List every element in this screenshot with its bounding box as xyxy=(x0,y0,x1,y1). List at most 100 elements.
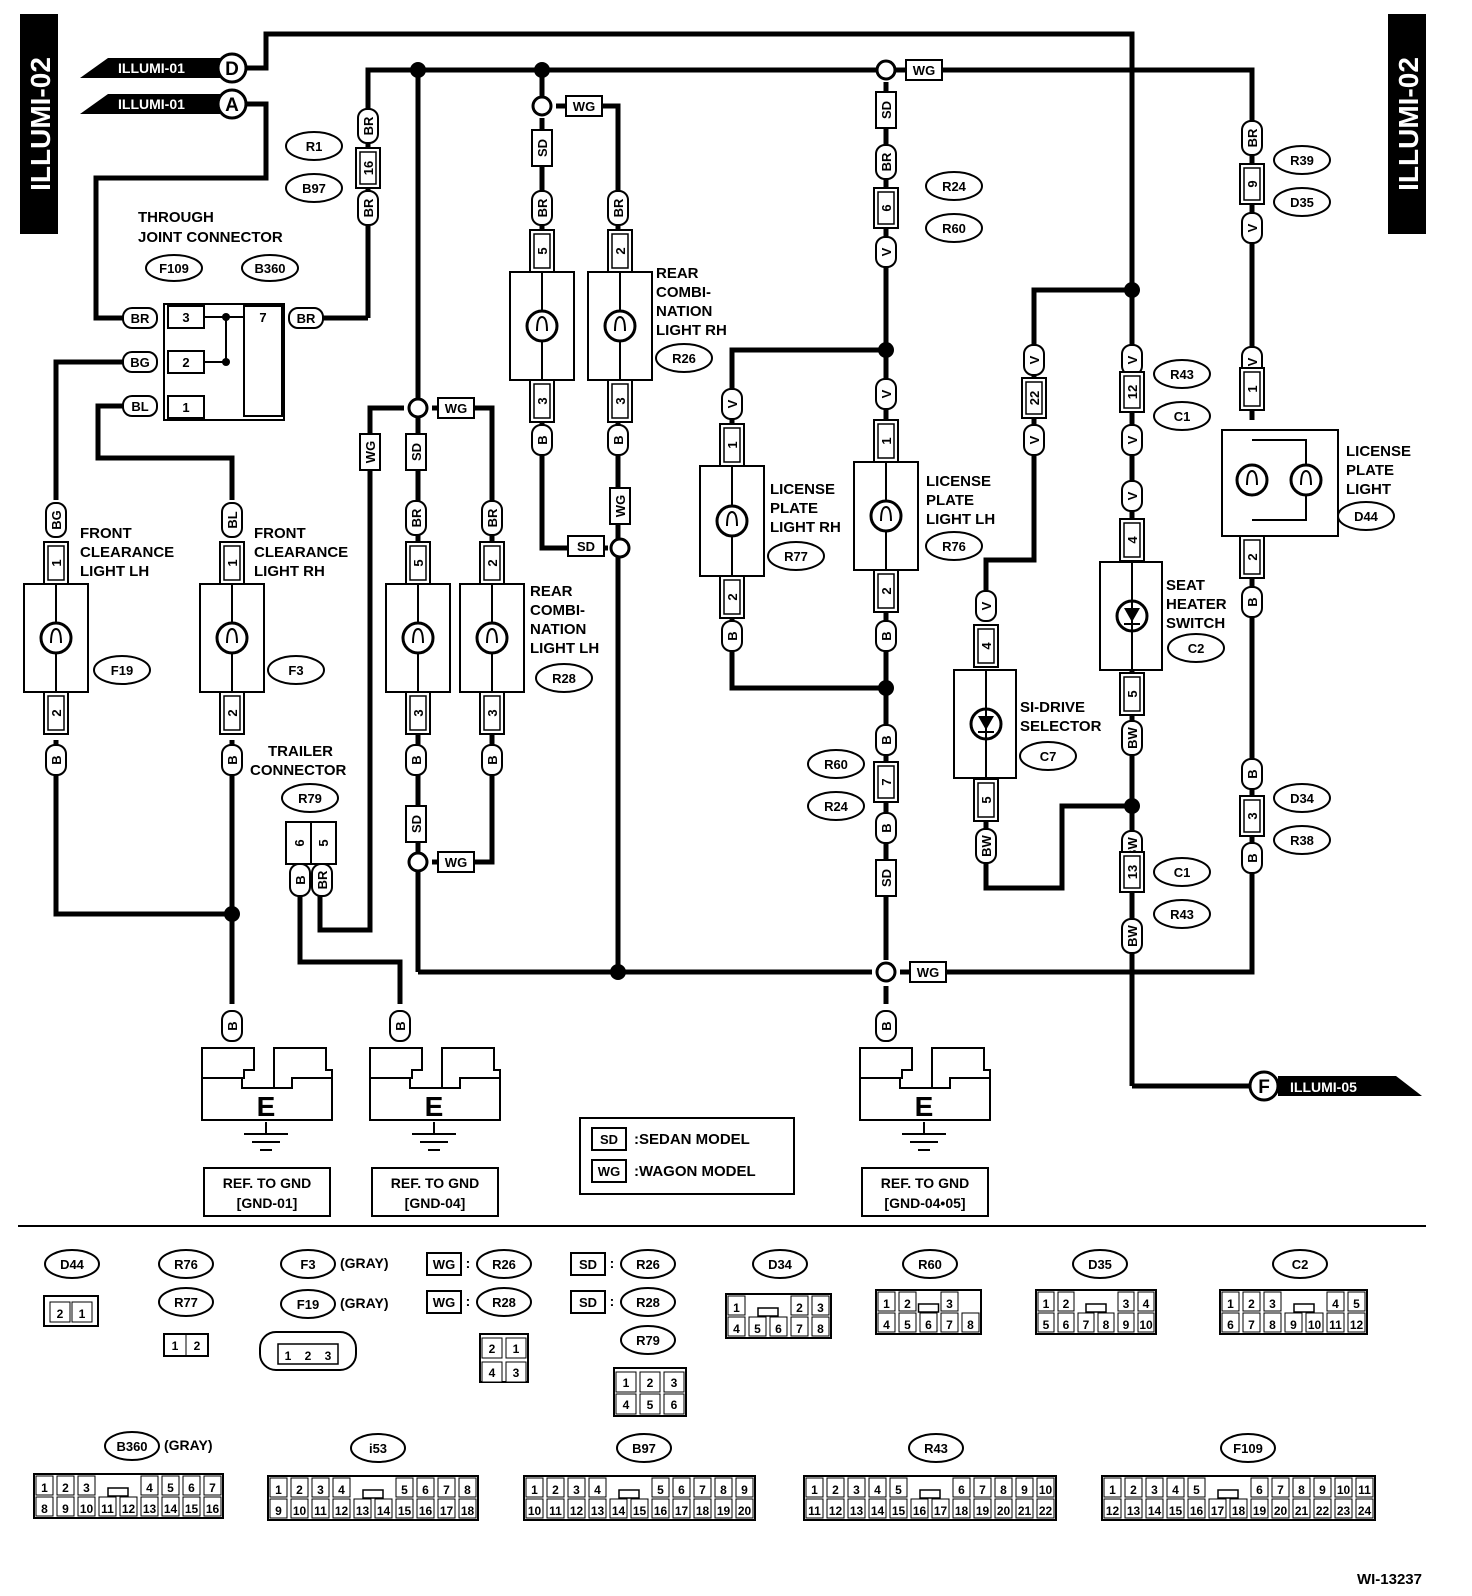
code-oval xyxy=(1153,359,1211,389)
variant-box-WG: WG xyxy=(437,397,475,419)
ground-ref-2: [GND-04] xyxy=(405,1195,466,1211)
component-name-line: REAR xyxy=(656,265,699,282)
pin-cell xyxy=(663,1371,685,1393)
wire-pill xyxy=(1241,758,1263,790)
face-r43-code: R43 xyxy=(908,1433,964,1463)
pin-label: 11 xyxy=(549,1504,562,1518)
ground-lug xyxy=(369,1047,423,1079)
pin-cell xyxy=(952,1477,971,1498)
variant-text: WG xyxy=(573,99,595,114)
wire-code-text: B xyxy=(293,875,308,884)
pin-cell xyxy=(727,1316,746,1337)
code-r24: R24 xyxy=(925,171,983,201)
pin-label: 14 xyxy=(871,1504,885,1518)
pin-cell xyxy=(973,1498,992,1519)
code-oval xyxy=(925,213,983,243)
pin-pad-inner xyxy=(223,545,241,581)
pin-cell xyxy=(1355,1477,1374,1498)
wire-pill xyxy=(875,620,897,652)
pin-cell xyxy=(98,1496,117,1517)
component-name-line: NATION xyxy=(656,303,712,320)
code-r43-upper: R43 xyxy=(1153,359,1211,389)
code-oval xyxy=(158,1249,214,1279)
code-oval xyxy=(1273,187,1331,217)
code-oval xyxy=(1273,825,1331,855)
code-oval xyxy=(104,1431,160,1461)
offpage-a-text: ILLUMI-01 xyxy=(118,96,185,112)
component-name-line: CLEARANCE xyxy=(254,544,348,561)
face-b360-note: (GRAY) xyxy=(164,1437,213,1453)
pin-text: 1 xyxy=(225,559,240,566)
ground-ref-2: [GND-04•05] xyxy=(884,1195,965,1211)
pin-cell xyxy=(790,1316,809,1337)
code-c1-lower: C1 xyxy=(1153,857,1211,887)
ground-block xyxy=(369,1077,501,1121)
pin-cell xyxy=(1036,1477,1055,1498)
pin-label: 3 xyxy=(946,1297,953,1311)
wire-code-text: V xyxy=(879,247,894,256)
wire-pill xyxy=(122,395,158,417)
pin-cell xyxy=(952,1498,971,1519)
wire-pill xyxy=(531,424,553,456)
wire-code-B: B xyxy=(1241,758,1263,790)
pin-cell xyxy=(994,1498,1013,1519)
pin-cell xyxy=(826,1498,845,1519)
tjc-code1: F109 xyxy=(159,261,189,276)
pin-cell xyxy=(1137,1291,1155,1312)
pin-pad-inner xyxy=(359,151,377,185)
offpage-illumi01-a: ILLUMI-01 A xyxy=(80,88,248,120)
pin-label: 18 xyxy=(696,1504,710,1518)
pin-text: 6 xyxy=(879,204,894,211)
wire-code-text: BR xyxy=(1245,128,1260,147)
face-sd-r28-code: R28 xyxy=(620,1287,676,1317)
code-r43-lower: R43 xyxy=(1153,899,1211,929)
code-oval xyxy=(752,1249,808,1279)
pin-text: 1 xyxy=(879,437,894,444)
pin-cell xyxy=(1145,1498,1164,1519)
wire-pill xyxy=(975,828,997,864)
wire-pill xyxy=(481,500,503,536)
wire-code-text: BR xyxy=(315,870,330,889)
code-text: B97 xyxy=(302,181,326,196)
pin-cell xyxy=(311,1498,330,1519)
component-name-line: LICENSE xyxy=(770,481,835,498)
variant-box-SD: SD xyxy=(875,91,897,129)
pin-pad-inner xyxy=(1243,167,1261,201)
wire-code-B: B xyxy=(389,1010,411,1042)
wire-code-text: BR xyxy=(879,152,894,171)
code-text: C1 xyxy=(1174,409,1191,424)
pin-cell xyxy=(395,1498,414,1519)
bulb-icon xyxy=(215,621,249,655)
pin-label: 1 xyxy=(883,1297,890,1311)
pin-label: 5 xyxy=(1193,1483,1200,1497)
variant-box xyxy=(426,1252,462,1276)
pin-pad-inner xyxy=(409,545,427,581)
wire-code-text: BR xyxy=(297,311,316,326)
code-oval xyxy=(1220,1433,1276,1463)
pin-label: 4 xyxy=(623,1398,630,1412)
pin-pad-inner xyxy=(47,545,65,581)
code-text: R39 xyxy=(1290,153,1314,168)
wire-code-B: B xyxy=(1241,586,1263,618)
variant-box xyxy=(875,859,897,897)
pin-cell xyxy=(672,1498,691,1519)
wire-code-V: V xyxy=(721,388,743,420)
pin-cell xyxy=(77,1496,96,1517)
pin-label: 13 xyxy=(1127,1504,1141,1518)
face-d34-code: D34 xyxy=(752,1249,808,1279)
pin-cell xyxy=(49,1301,71,1323)
wire-code-V: V xyxy=(1023,344,1045,376)
offpage-f-text: ILLUMI-05 xyxy=(1290,1079,1357,1095)
pin-cell xyxy=(1015,1477,1034,1498)
pin-label: 1 xyxy=(41,1481,48,1495)
wire-code-B: B xyxy=(45,744,67,776)
pin-pad: 3 xyxy=(1239,795,1265,837)
component-name-line: LICENSE xyxy=(1346,443,1411,460)
wire-pill xyxy=(221,1010,243,1042)
pin-pad-inner xyxy=(47,695,65,731)
face-r76-code: R76 xyxy=(158,1249,214,1279)
pin-cell xyxy=(567,1477,586,1498)
